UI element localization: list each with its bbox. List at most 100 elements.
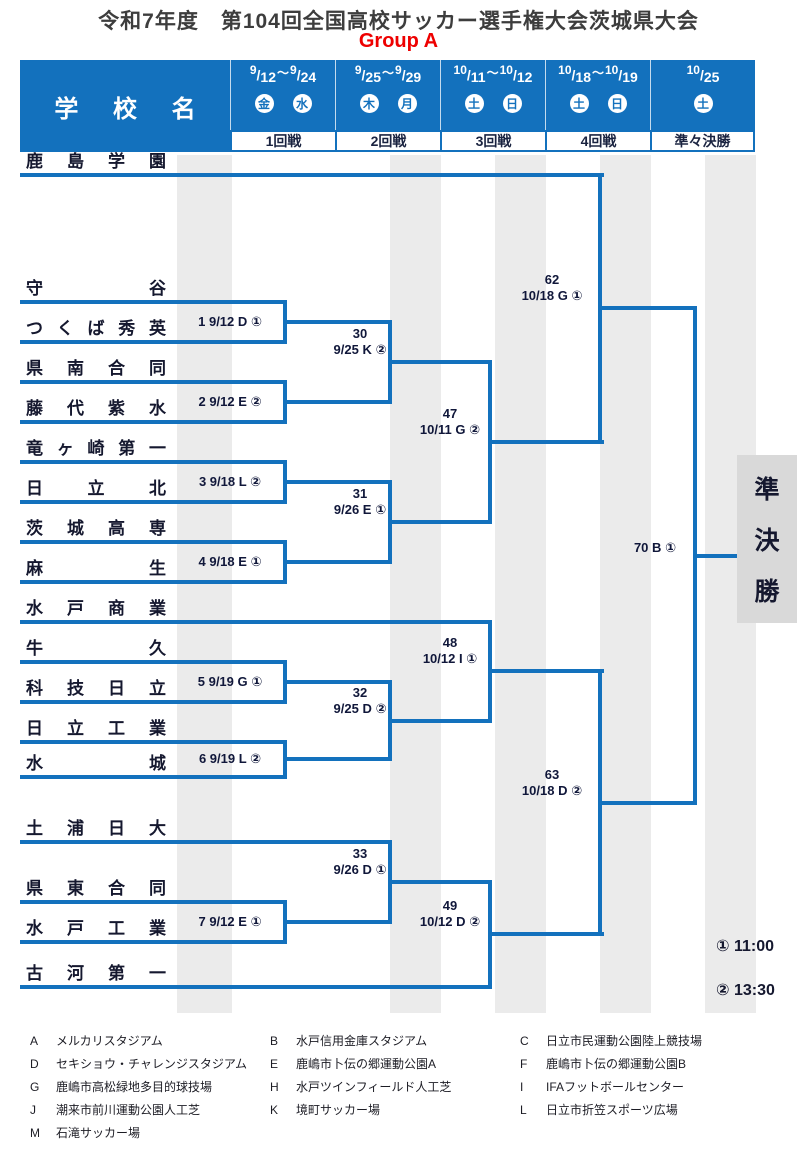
bracket-line bbox=[283, 757, 392, 761]
team-name: 牛久 bbox=[26, 639, 166, 658]
weekday-badge: 月 bbox=[397, 94, 417, 113]
kickoff-time-1: ① 11:00 bbox=[716, 938, 775, 955]
bracket-line bbox=[20, 540, 287, 544]
round-label-1: 1回戦 bbox=[230, 130, 335, 152]
semifinal-char: 準 bbox=[754, 476, 780, 504]
bracket-line bbox=[283, 480, 392, 484]
match-label: 1 9/12 D ① bbox=[198, 314, 262, 329]
weekday-badge: 日 bbox=[502, 94, 522, 113]
match-label: 70 B ① bbox=[633, 540, 677, 555]
bracket-line bbox=[20, 500, 287, 504]
match-label: 2 9/12 E ② bbox=[198, 394, 262, 409]
bracket-line bbox=[693, 554, 737, 558]
column-stripe bbox=[495, 155, 546, 1013]
bracket-line bbox=[20, 460, 287, 464]
team-name: 県南合同 bbox=[26, 359, 166, 378]
semifinal-char: 勝 bbox=[754, 578, 780, 606]
bracket-line bbox=[283, 900, 287, 944]
bracket-line bbox=[20, 900, 287, 904]
bracket-line bbox=[20, 173, 604, 177]
bracket-line bbox=[20, 775, 287, 779]
bracket-line bbox=[283, 320, 392, 324]
bracket-line bbox=[283, 460, 287, 504]
round1-dates: 9/12～9/24 bbox=[249, 63, 317, 85]
page-title: 令和7年度 第104回全国高校サッカー選手権大会茨城県大会 bbox=[98, 10, 699, 33]
match-label: 6 9/19 L ② bbox=[198, 751, 262, 766]
bracket-line bbox=[488, 669, 604, 673]
team-name: 水戸工業 bbox=[26, 919, 166, 938]
team-name: 県東合同 bbox=[26, 879, 166, 898]
bracket-line bbox=[20, 660, 287, 664]
bracket-line bbox=[20, 840, 392, 844]
match-label: 7 9/12 E ① bbox=[198, 914, 262, 929]
team-name: 鹿島学園 bbox=[26, 152, 166, 171]
bracket-line bbox=[283, 740, 287, 779]
team-name: 古河第一 bbox=[26, 964, 166, 983]
bracket-line bbox=[283, 380, 287, 424]
bracket-line bbox=[283, 400, 392, 404]
weekday-badge: 土 bbox=[693, 94, 713, 113]
round-label-2: 2回戦 bbox=[335, 130, 440, 152]
group-label: Group A bbox=[358, 30, 439, 52]
match-label: 4 9/18 E ① bbox=[198, 554, 262, 569]
schedule-header: 学 校 名 9/12～9/24 金 水 9/25～9/29 木 月 10/11～… bbox=[20, 60, 755, 152]
team-name: 守谷 bbox=[26, 279, 166, 298]
bracket-line bbox=[283, 540, 287, 584]
team-name: 水戸商業 bbox=[26, 599, 166, 618]
team-name: つくば秀英 bbox=[26, 319, 166, 338]
bracket-line bbox=[283, 920, 392, 924]
round2-dates: 9/25～9/29 bbox=[354, 63, 422, 85]
match-label: 5 9/19 G ① bbox=[197, 674, 263, 689]
round-label-4: 4回戦 bbox=[545, 130, 650, 152]
bracket-line bbox=[388, 360, 492, 364]
semifinal-char: 決 bbox=[754, 527, 780, 555]
bracket-line bbox=[488, 880, 492, 989]
semifinal-box: 準 決 勝 bbox=[737, 455, 797, 623]
bracket-line bbox=[20, 740, 287, 744]
column-stripe bbox=[600, 155, 651, 1013]
bracket-line bbox=[20, 380, 287, 384]
weekday-badge: 水 bbox=[292, 94, 312, 113]
weekday-badge: 土 bbox=[569, 94, 589, 113]
bracket-line bbox=[20, 300, 287, 304]
bracket-line bbox=[20, 620, 492, 624]
bracket-line bbox=[598, 173, 602, 444]
round-label-3: 3回戦 bbox=[440, 130, 545, 152]
bracket-line bbox=[20, 420, 287, 424]
bracket-line bbox=[283, 300, 287, 344]
weekday-badge: 木 bbox=[359, 94, 379, 113]
bracket-line bbox=[388, 480, 392, 564]
bracket-line bbox=[693, 306, 697, 805]
team-name: 麻生 bbox=[26, 559, 166, 578]
round4-dates: 10/18～10/19 bbox=[558, 63, 638, 85]
team-name: 藤代紫水 bbox=[26, 399, 166, 418]
team-name: 科技日立 bbox=[26, 679, 166, 698]
bracket-line bbox=[388, 719, 492, 723]
bracket-line bbox=[598, 306, 697, 310]
bracket-line bbox=[20, 940, 287, 944]
bracket-line bbox=[283, 680, 392, 684]
team-name: 日立工業 bbox=[26, 719, 166, 738]
bracket-line bbox=[20, 580, 287, 584]
column-stripe bbox=[390, 155, 441, 1013]
